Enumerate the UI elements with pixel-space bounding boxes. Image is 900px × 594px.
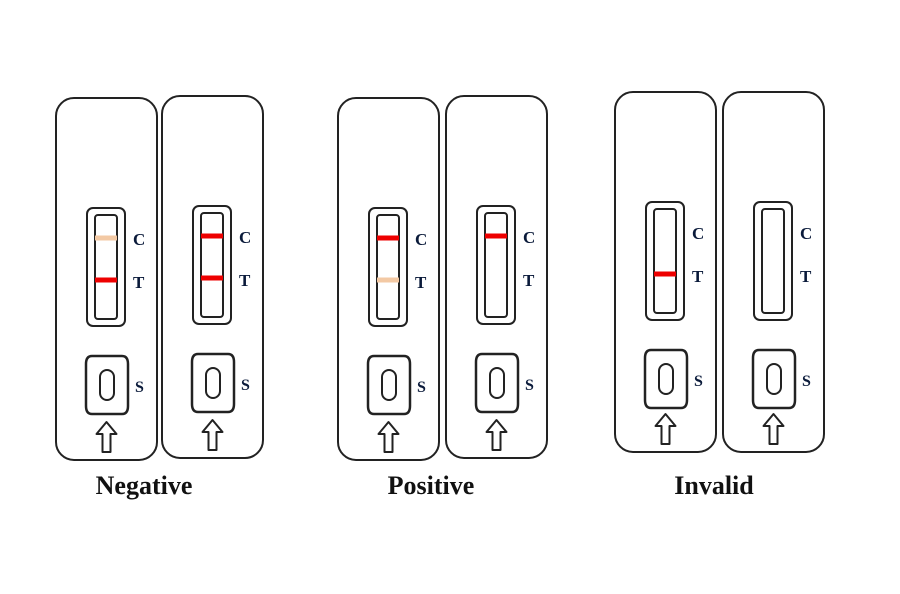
sample-hole (99, 369, 115, 401)
control-line (95, 235, 117, 241)
sample-hole (381, 369, 397, 401)
sample-hole (489, 367, 505, 399)
sample-label: S (802, 373, 811, 390)
arrow-up-icon (485, 419, 508, 451)
control-label: C (133, 230, 145, 249)
test-strip (94, 214, 118, 320)
test-line (95, 277, 117, 283)
test-line (654, 271, 676, 277)
test-strip (653, 208, 677, 314)
result-window (645, 201, 685, 321)
test-strip (200, 212, 224, 318)
sample-hole (658, 363, 674, 395)
control-label: C (800, 224, 812, 243)
control-line (485, 233, 507, 239)
sample-well (474, 352, 520, 414)
control-line (201, 233, 223, 239)
test-label: T (523, 271, 535, 290)
group-label: Invalid (674, 471, 754, 500)
test-label: T (692, 267, 704, 286)
test-cassette: C T S (337, 97, 440, 461)
control-label: C (239, 228, 251, 247)
test-line (377, 277, 399, 283)
arrow-up-icon (654, 413, 677, 445)
arrow-up-icon (95, 421, 118, 453)
test-label: T (800, 267, 812, 286)
control-line (377, 235, 399, 241)
test-strip (761, 208, 785, 314)
sample-hole (766, 363, 782, 395)
test-cassette: C T S (161, 95, 264, 459)
sample-well (643, 348, 689, 410)
arrow-up-icon (201, 419, 224, 451)
result-group-invalid: C T S C T S Invalid (614, 91, 825, 500)
sample-label: S (135, 379, 144, 396)
result-window (192, 205, 232, 325)
sample-label: S (694, 373, 703, 390)
group-label: Positive (388, 471, 475, 500)
group-label: Negative (96, 471, 193, 500)
control-label: C (692, 224, 704, 243)
arrow-up-icon (762, 413, 785, 445)
result-group-negative: C T S C T S Negative (55, 95, 264, 500)
cassette-body (445, 95, 548, 459)
test-label: T (239, 271, 251, 290)
sample-well (366, 354, 412, 416)
result-window (368, 207, 408, 327)
sample-label: S (417, 379, 426, 396)
result-window (476, 205, 516, 325)
sample-well (190, 352, 236, 414)
result-window (753, 201, 793, 321)
sample-well (751, 348, 797, 410)
sample-hole (205, 367, 221, 399)
test-label: T (415, 273, 427, 292)
test-cassette: C T S (722, 91, 825, 453)
result-group-positive: C T S C T S Positive (337, 95, 548, 500)
test-cassette: C T S (55, 97, 158, 461)
result-window (86, 207, 126, 327)
test-cassette: C T S (445, 95, 548, 459)
sample-label: S (241, 377, 250, 394)
arrow-up-icon (377, 421, 400, 453)
sample-well (84, 354, 130, 416)
control-label: C (415, 230, 427, 249)
test-label: T (133, 273, 145, 292)
cassette-body (722, 91, 825, 453)
test-line (201, 275, 223, 281)
test-strip (484, 212, 508, 318)
test-strip (376, 214, 400, 320)
sample-label: S (525, 377, 534, 394)
test-cassette: C T S (614, 91, 717, 453)
control-label: C (523, 228, 535, 247)
